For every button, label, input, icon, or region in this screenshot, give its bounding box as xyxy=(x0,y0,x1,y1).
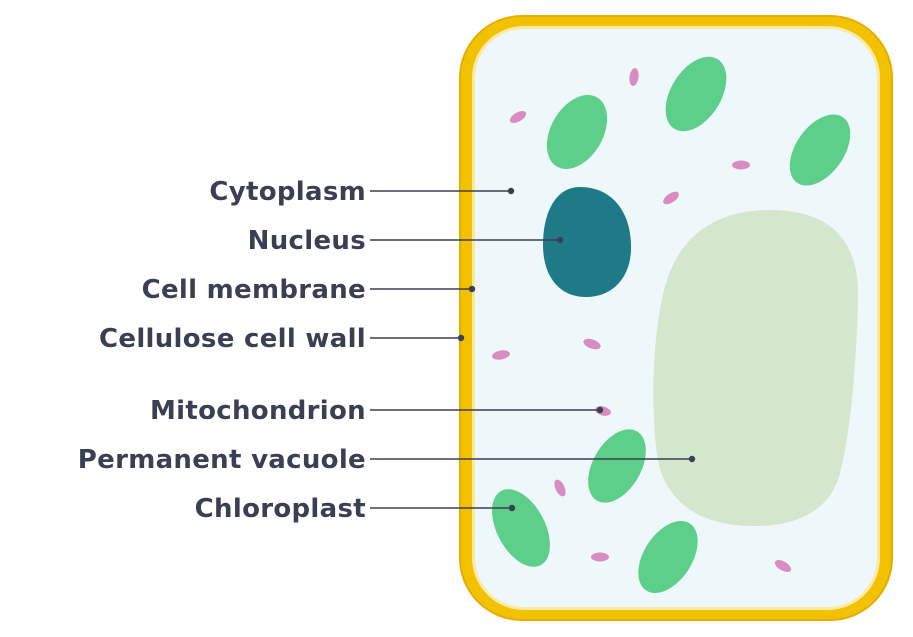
chloroplast xyxy=(665,56,727,132)
label-cell-membrane: Cell membrane xyxy=(142,275,366,305)
mitochondrion xyxy=(629,68,639,86)
mitochondrion xyxy=(663,191,679,205)
chloroplast xyxy=(789,114,851,186)
mitochondrion xyxy=(509,111,527,123)
label-chloroplast: Chloroplast xyxy=(195,494,366,524)
mitochondrion xyxy=(583,338,601,350)
mitochondrion xyxy=(554,479,566,497)
pointer-dot-permanent-vacuole xyxy=(688,455,696,463)
chloroplast xyxy=(546,95,608,169)
mitochondrion xyxy=(732,160,750,170)
chloroplast xyxy=(588,429,646,503)
mitochondrion xyxy=(591,552,609,562)
mitochondria xyxy=(492,68,792,572)
mitochondrion xyxy=(774,560,792,572)
pointer-dot-cellulose-cell-wall xyxy=(457,334,465,342)
label-mitochondrion: Mitochondrion xyxy=(150,396,366,426)
chloroplasts xyxy=(492,56,851,594)
pointer-dot-cell-membrane xyxy=(468,285,476,293)
label-cytoplasm: Cytoplasm xyxy=(209,177,366,207)
labels: Cytoplasm Nucleus Cell membrane Cellulos… xyxy=(78,177,366,524)
label-nucleus: Nucleus xyxy=(248,226,366,256)
pointer-dot-nucleus xyxy=(556,236,564,244)
pointer-dot-chloroplast xyxy=(508,504,516,512)
mitochondrion xyxy=(492,350,510,360)
label-cellulose-cell-wall: Cellulose cell wall xyxy=(99,324,366,354)
chloroplast xyxy=(638,520,698,594)
nucleus xyxy=(543,187,632,298)
pointer-dot-mitochondrion xyxy=(596,406,604,414)
leader-lines xyxy=(370,187,696,512)
label-permanent-vacuole: Permanent vacuole xyxy=(78,445,366,475)
pointer-dot-cytoplasm xyxy=(507,187,515,195)
permanent-vacuole xyxy=(653,210,859,527)
